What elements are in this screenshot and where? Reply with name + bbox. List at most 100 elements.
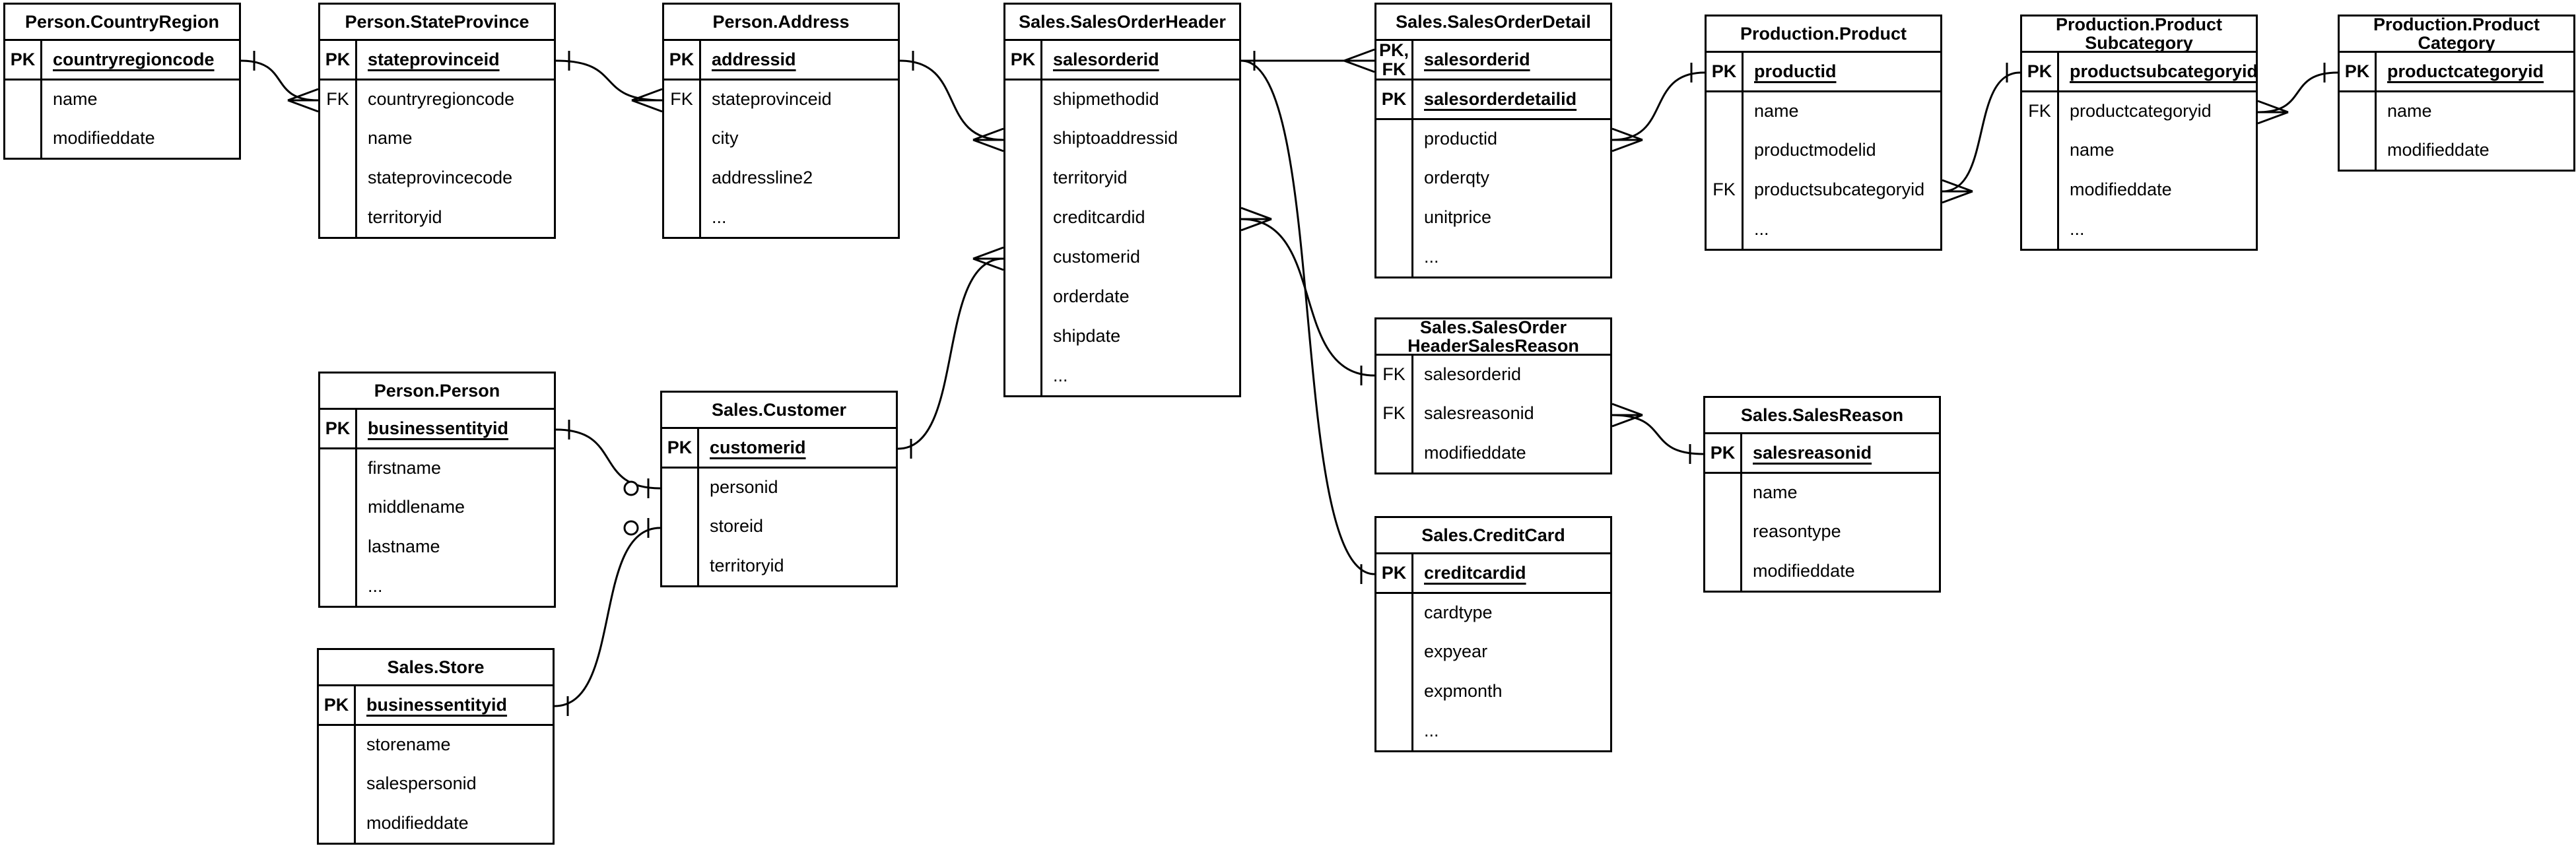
column-name: ... — [1424, 246, 1439, 267]
column-name: ... — [712, 207, 727, 227]
column-name: city — [712, 127, 739, 148]
column-name: unitprice — [1424, 207, 1492, 227]
table-row: territoryid — [662, 546, 896, 585]
table-row: creditcardid — [1005, 197, 1239, 237]
table-row: shipmethodid — [1005, 81, 1239, 118]
key-label — [2022, 170, 2059, 209]
column-name: ... — [1424, 720, 1439, 740]
table-row: ... — [1376, 711, 1610, 750]
column-name: ... — [2070, 218, 2085, 239]
key-label — [1376, 237, 1413, 277]
key-label — [662, 469, 699, 506]
key-label — [1705, 551, 1742, 591]
relationship-store-customer[interactable] — [554, 518, 661, 716]
key-label — [320, 487, 357, 527]
table-row: shipdate — [1005, 316, 1239, 356]
column-name: orderdate — [1053, 286, 1130, 306]
column-name: customerid — [710, 438, 806, 457]
key-label — [2340, 92, 2377, 130]
table-row: orderqty — [1376, 158, 1610, 197]
relationship-salesorderheader-salesorderdetail[interactable] — [1241, 48, 1375, 73]
column-name: businessentityid — [368, 418, 509, 438]
table-row: middlename — [320, 487, 554, 527]
key-label: PK — [664, 41, 701, 79]
table-title: Sales.SalesOrderHeader — [1005, 5, 1239, 41]
table-row: ... — [1376, 237, 1610, 277]
table-row: reasontype — [1705, 511, 1939, 551]
relationship-product-productsubcategory[interactable] — [1942, 63, 2021, 204]
table-row: stateprovincecode — [320, 158, 554, 197]
column-name: orderqty — [1424, 167, 1490, 187]
key-label — [1707, 130, 1744, 170]
key-label — [1005, 197, 1042, 237]
table-row: storename — [319, 726, 553, 764]
column-name: ... — [368, 575, 383, 596]
relationship-customer-salesorderheader[interactable] — [897, 246, 1004, 459]
table-row: name — [2022, 130, 2256, 170]
relationship-salesorderheader-headersalesreason[interactable] — [1240, 207, 1375, 385]
key-label — [1707, 209, 1744, 249]
column-name: creditcardid — [1424, 563, 1526, 583]
table-row: storeid — [662, 506, 896, 546]
table-row: cardtype — [1376, 594, 1610, 632]
relationship-address-salesorderheader[interactable] — [899, 51, 1004, 152]
key-label — [1376, 197, 1413, 237]
table-row: territoryid — [1005, 158, 1239, 197]
column-name: lastname — [368, 536, 440, 556]
relationship-stateprovince-address[interactable] — [555, 51, 663, 113]
key-label — [320, 158, 357, 197]
key-label — [1005, 237, 1042, 277]
key-label — [2340, 130, 2377, 170]
column-name: storeid — [710, 515, 764, 536]
column-name: name — [368, 127, 413, 148]
key-label: FK — [1707, 170, 1744, 209]
relationship-countryregion-stateprovince[interactable] — [240, 51, 319, 113]
relationship-productsubcategory-productcategory[interactable] — [2257, 63, 2338, 125]
relationship-headersalesreason-salesreason[interactable] — [1611, 403, 1704, 464]
table-title: Sales.SalesOrderDetail — [1376, 5, 1610, 41]
relationship-person-customer[interactable] — [555, 420, 661, 498]
column-name: salesreasonid — [1424, 403, 1534, 423]
key-label — [319, 803, 356, 843]
key-label — [664, 197, 701, 237]
table-row: productid — [1376, 120, 1610, 158]
relationship-salesorderdetail-product[interactable] — [1611, 63, 1705, 152]
relationship-salesorderheader-creditcard[interactable] — [1240, 59, 1375, 584]
table-row: firstname — [320, 449, 554, 487]
column-name: reasontype — [1753, 521, 1841, 541]
key-label: FK — [320, 81, 357, 118]
table-title: Sales.SalesReason — [1705, 398, 1939, 434]
column-name: shiptoaddressid — [1053, 127, 1178, 148]
